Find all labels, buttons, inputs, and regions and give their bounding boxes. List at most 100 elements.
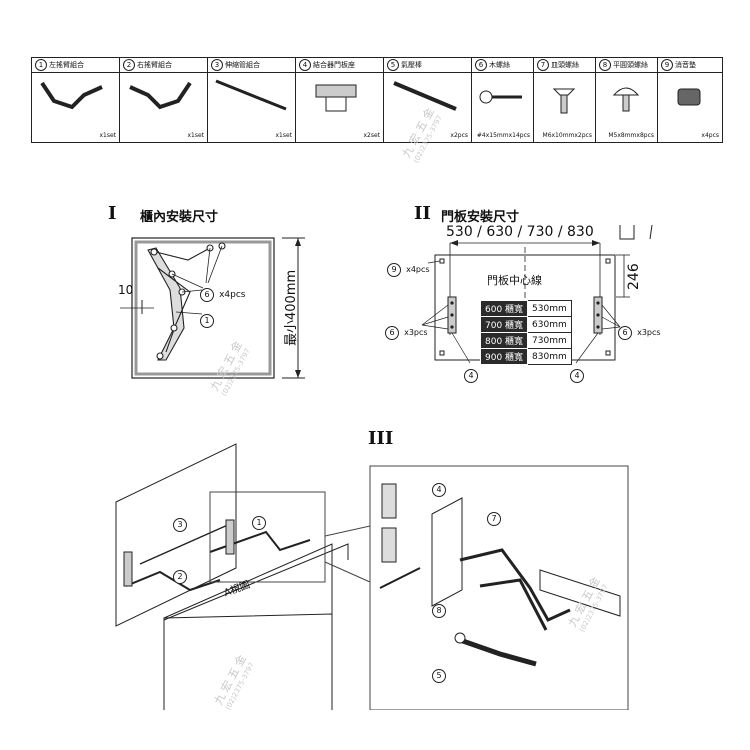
part-qty: x1set	[275, 132, 292, 139]
door-width-cell: 630mm	[527, 316, 572, 333]
part-number: 5	[387, 59, 399, 71]
door-width-options: 530 / 630 / 730 / 830	[446, 224, 594, 240]
callout-9: 9 x4pcs	[387, 257, 430, 277]
part-number: 1	[35, 59, 47, 71]
part-qty: x2pcs	[450, 132, 468, 139]
callout-6-left-number: 6	[385, 326, 399, 340]
left-arm-icon	[40, 81, 103, 110]
cabinet-width-cell: 900 櫃寬	[479, 348, 529, 365]
part-qty: x1set	[187, 132, 204, 139]
part-name: 木螺絲	[489, 61, 510, 69]
part-name: 左搖臂組合	[49, 61, 84, 69]
callout-4-right-number: 4	[570, 369, 584, 383]
wood-screw-icon	[479, 90, 522, 104]
part-qty: M5x8mmx8pcs	[608, 132, 654, 139]
callout-2-number: 2	[173, 570, 187, 584]
callout-6-right: 6 x3pcs	[618, 320, 661, 340]
part-qty: x2set	[363, 132, 380, 139]
assembly-diagram	[115, 443, 629, 710]
round-screw-icon	[612, 87, 640, 112]
section-1-title: 櫃內安裝尺寸	[140, 210, 219, 225]
callout-6-number: 6	[200, 288, 214, 302]
door-width-cell: 530mm	[527, 300, 572, 317]
callout-1: 1	[200, 308, 214, 328]
part-number: 7	[537, 59, 549, 71]
callout-5: 5	[432, 663, 446, 683]
section-2-numeral: II	[414, 203, 431, 224]
callout-9-number: 9	[387, 263, 401, 277]
part-number: 4	[299, 59, 311, 71]
part-qty: #4x15mmx14pcs	[476, 132, 530, 139]
callout-1-assembly: 1	[252, 510, 266, 530]
part-name: 右搖臂組合	[137, 61, 172, 69]
callout-6-right-number: 6	[618, 326, 632, 340]
callout-6-left-qty: x3pcs	[404, 328, 428, 337]
callout-6-left: 6 x3pcs	[385, 320, 428, 340]
part-number: 6	[475, 59, 487, 71]
callout-7: 7	[487, 506, 501, 526]
section-3-numeral: III	[368, 428, 394, 449]
part-number: 3	[211, 59, 223, 71]
flat-screw-icon	[552, 88, 576, 114]
callout-1-assembly-number: 1	[252, 516, 266, 530]
part-name: 平圓頭螺絲	[613, 61, 648, 69]
door-width-cell: 730mm	[527, 332, 572, 349]
callout-4-left-number: 4	[464, 369, 478, 383]
part-number: 8	[599, 59, 611, 71]
callout-8-number: 8	[432, 604, 446, 618]
dimension-246: 246	[626, 263, 642, 290]
part-name: 氣壓棒	[401, 61, 422, 69]
connector-base-icon	[315, 84, 357, 112]
part-name: 結合器門板座	[313, 61, 355, 69]
dimension-10: 10	[118, 283, 134, 297]
callout-2: 2	[173, 564, 187, 584]
part-name: 消音墊	[675, 61, 696, 69]
door-width-cell: 830mm	[527, 348, 572, 365]
cabinet-inside-diagram	[120, 237, 305, 379]
callout-4-detail: 4	[432, 477, 446, 497]
part-number: 2	[123, 59, 135, 71]
right-arm-icon	[129, 81, 192, 110]
callout-6: 6 x4pcs	[200, 282, 246, 302]
section-1-numeral: I	[108, 203, 117, 224]
callout-3-number: 3	[173, 518, 187, 532]
part-number: 9	[661, 59, 673, 71]
part-qty: x1set	[99, 132, 116, 139]
callout-9-qty: x4pcs	[406, 265, 430, 274]
part-name: 伸縮管組合	[225, 61, 260, 69]
part-qty: x4pcs	[701, 132, 719, 139]
min-height-label: 最小400mm	[284, 269, 299, 346]
callout-6-right-qty: x3pcs	[637, 328, 661, 337]
part-name: 皿頭螺絲	[551, 61, 579, 69]
callout-3: 3	[173, 512, 187, 532]
callout-4-left: 4	[464, 363, 478, 383]
callout-6-qty: x4pcs	[219, 290, 246, 300]
callout-4-right: 4	[570, 363, 584, 383]
damper-pad-icon	[677, 88, 701, 106]
part-qty: M6x10mmx2pcs	[542, 132, 592, 139]
callout-7-number: 7	[487, 512, 501, 526]
callout-8: 8	[432, 598, 446, 618]
door-center-line-label: 門板中心線	[487, 274, 542, 287]
section-2-title: 門板安裝尺寸	[441, 210, 520, 225]
